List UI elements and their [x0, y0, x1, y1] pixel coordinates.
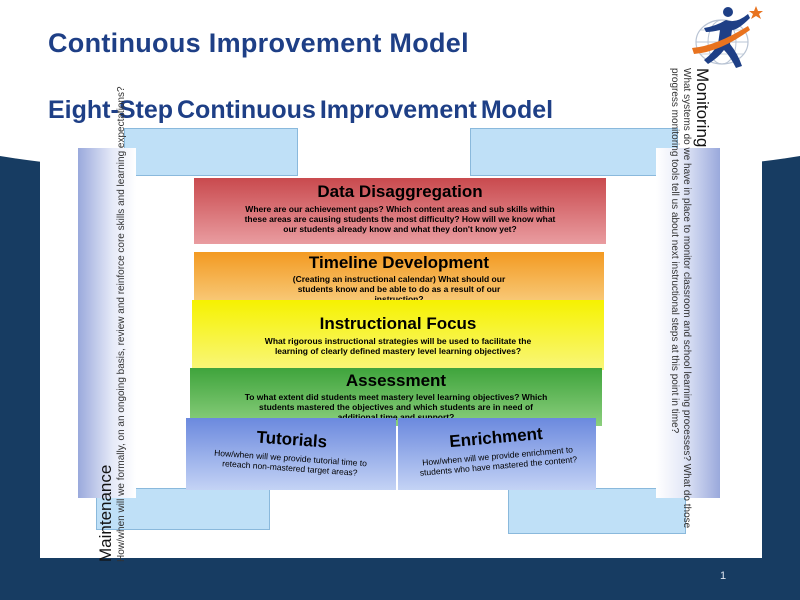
- maintenance-body: How/when will we formally, on an ongoing…: [116, 86, 127, 562]
- heading-word: Eight-Step: [48, 96, 173, 124]
- step-timeline-development: Timeline Development (Creating an instru…: [194, 252, 604, 302]
- monitoring-title: Monitoring: [693, 68, 712, 148]
- maintenance-text: Maintenance How/when will we formally, o…: [96, 62, 128, 562]
- monitoring-arrow: [656, 148, 720, 498]
- logo-icon: [692, 6, 763, 68]
- maintenance-title: Maintenance: [96, 464, 115, 562]
- step-title: Timeline Development: [308, 253, 490, 272]
- maintenance-arrow: [78, 148, 136, 498]
- heading-word: Continuous: [177, 96, 316, 124]
- step-enrichment: Enrichment How/when will we provide enri…: [398, 418, 596, 490]
- monitoring-body: What systems do we have in place to moni…: [669, 68, 692, 529]
- monitoring-text: Monitoring What systems do we have in pl…: [668, 68, 712, 568]
- heading-word: Improvement: [319, 96, 477, 124]
- step-title: Assessment: [345, 371, 447, 390]
- step-assessment: Assessment To what extent did students m…: [190, 368, 602, 426]
- step-title: Instructional Focus: [319, 314, 477, 333]
- step-body: Where are our achievement gaps? Which co…: [244, 204, 556, 234]
- placeholder-box-top-right: [470, 128, 678, 176]
- heading-word: Model: [480, 96, 554, 124]
- slide-title: Continuous Improvement Model: [48, 28, 469, 58]
- page-number: 1: [720, 570, 727, 582]
- placeholder-box-top-left: [124, 128, 298, 176]
- step-tutorials: Tutorials How/when will we provide tutor…: [186, 418, 396, 490]
- step-body: What rigorous instructional strategies w…: [264, 336, 532, 356]
- step-body: (Creating an instructional calendar) Wha…: [292, 274, 506, 302]
- step-data-disaggregation: Data Disaggregation Where are our achiev…: [194, 178, 606, 244]
- step-instructional-focus: Instructional Focus What rigorous instru…: [192, 300, 604, 370]
- step-title: Data Disaggregation: [317, 182, 483, 201]
- step-body: To what extent did students meet mastery…: [244, 392, 548, 422]
